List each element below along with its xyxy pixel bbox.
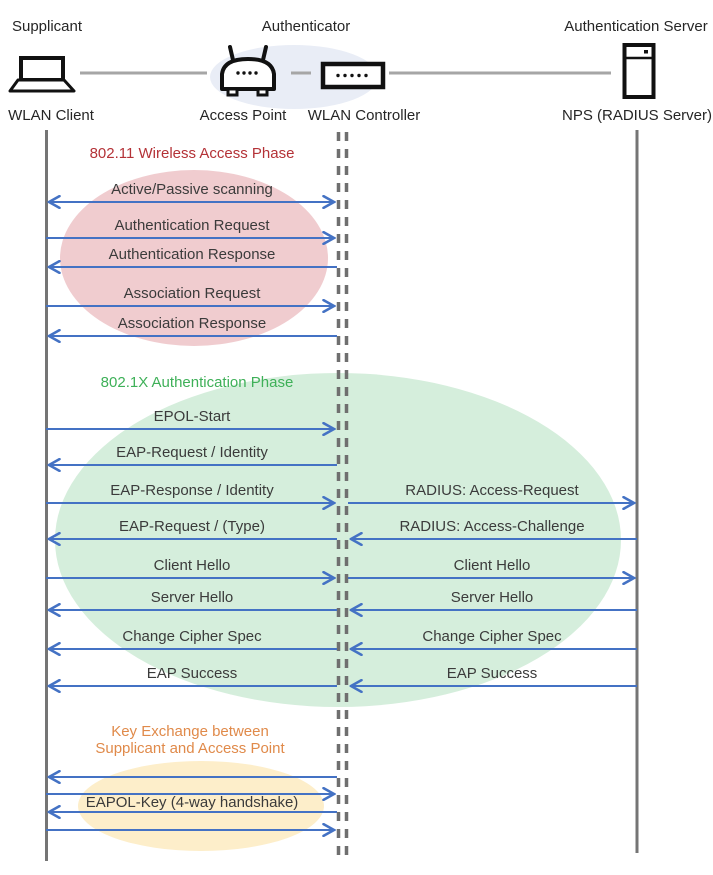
- message-label: Association Response: [117, 315, 267, 332]
- authenticator-role-label: Authenticator: [261, 18, 351, 35]
- message-label: Change Cipher Spec: [122, 628, 262, 645]
- message-label: Change Cipher Spec: [422, 628, 562, 645]
- message-label: Authentication Request: [114, 217, 270, 234]
- phase1-title: 802.11 Wireless Access Phase: [89, 145, 295, 162]
- supplicant-role-label: Supplicant: [11, 18, 83, 35]
- message-label: Association Request: [123, 285, 261, 302]
- message-label: EAP-Response / Identity: [110, 482, 274, 499]
- auth-server-role-label: Authentication Server: [564, 18, 708, 35]
- message-label: Server Hello: [450, 589, 534, 606]
- access-point-icon: [220, 45, 276, 97]
- message-label: RADIUS: Access-Challenge: [399, 518, 585, 535]
- message-label: EAP Success: [146, 665, 238, 682]
- access-point-label: Access Point: [199, 107, 287, 124]
- laptop-icon: [8, 56, 76, 93]
- wlan-controller-icon: [320, 61, 386, 90]
- nps-server-label: NPS (RADIUS Server): [561, 107, 713, 124]
- message-label: Server Hello: [150, 589, 234, 606]
- phase3-arrows: [46, 777, 337, 830]
- message-label: EAP-Request / Identity: [116, 444, 268, 461]
- phase1-arrows: [46, 202, 337, 336]
- phase2-server-arrows: [348, 503, 637, 686]
- phase2-client-arrows: [46, 429, 337, 686]
- message-label: EPOL-Start: [153, 408, 231, 425]
- message-label: EAPOL-Key (4-way handshake): [85, 794, 299, 811]
- message-label: Client Hello: [153, 557, 231, 574]
- message-label: Client Hello: [453, 557, 531, 574]
- wlan-controller-label: WLAN Controller: [307, 107, 421, 124]
- message-label: Active/Passive scanning: [111, 181, 273, 198]
- message-label: EAP-Request / (Type): [119, 518, 265, 535]
- message-label: Authentication Response: [108, 246, 276, 263]
- phase3-title-line2: Supplicant and Access Point: [95, 740, 285, 757]
- message-label: EAP Success: [446, 665, 538, 682]
- message-label: RADIUS: Access-Request: [405, 482, 579, 499]
- server-icon: [622, 43, 656, 99]
- lifelines: [45, 130, 639, 861]
- phase2-title: 802.1X Authentication Phase: [100, 374, 294, 391]
- wlan-client-label: WLAN Client: [8, 107, 94, 124]
- phase3-title-line1: Key Exchange between: [111, 723, 269, 740]
